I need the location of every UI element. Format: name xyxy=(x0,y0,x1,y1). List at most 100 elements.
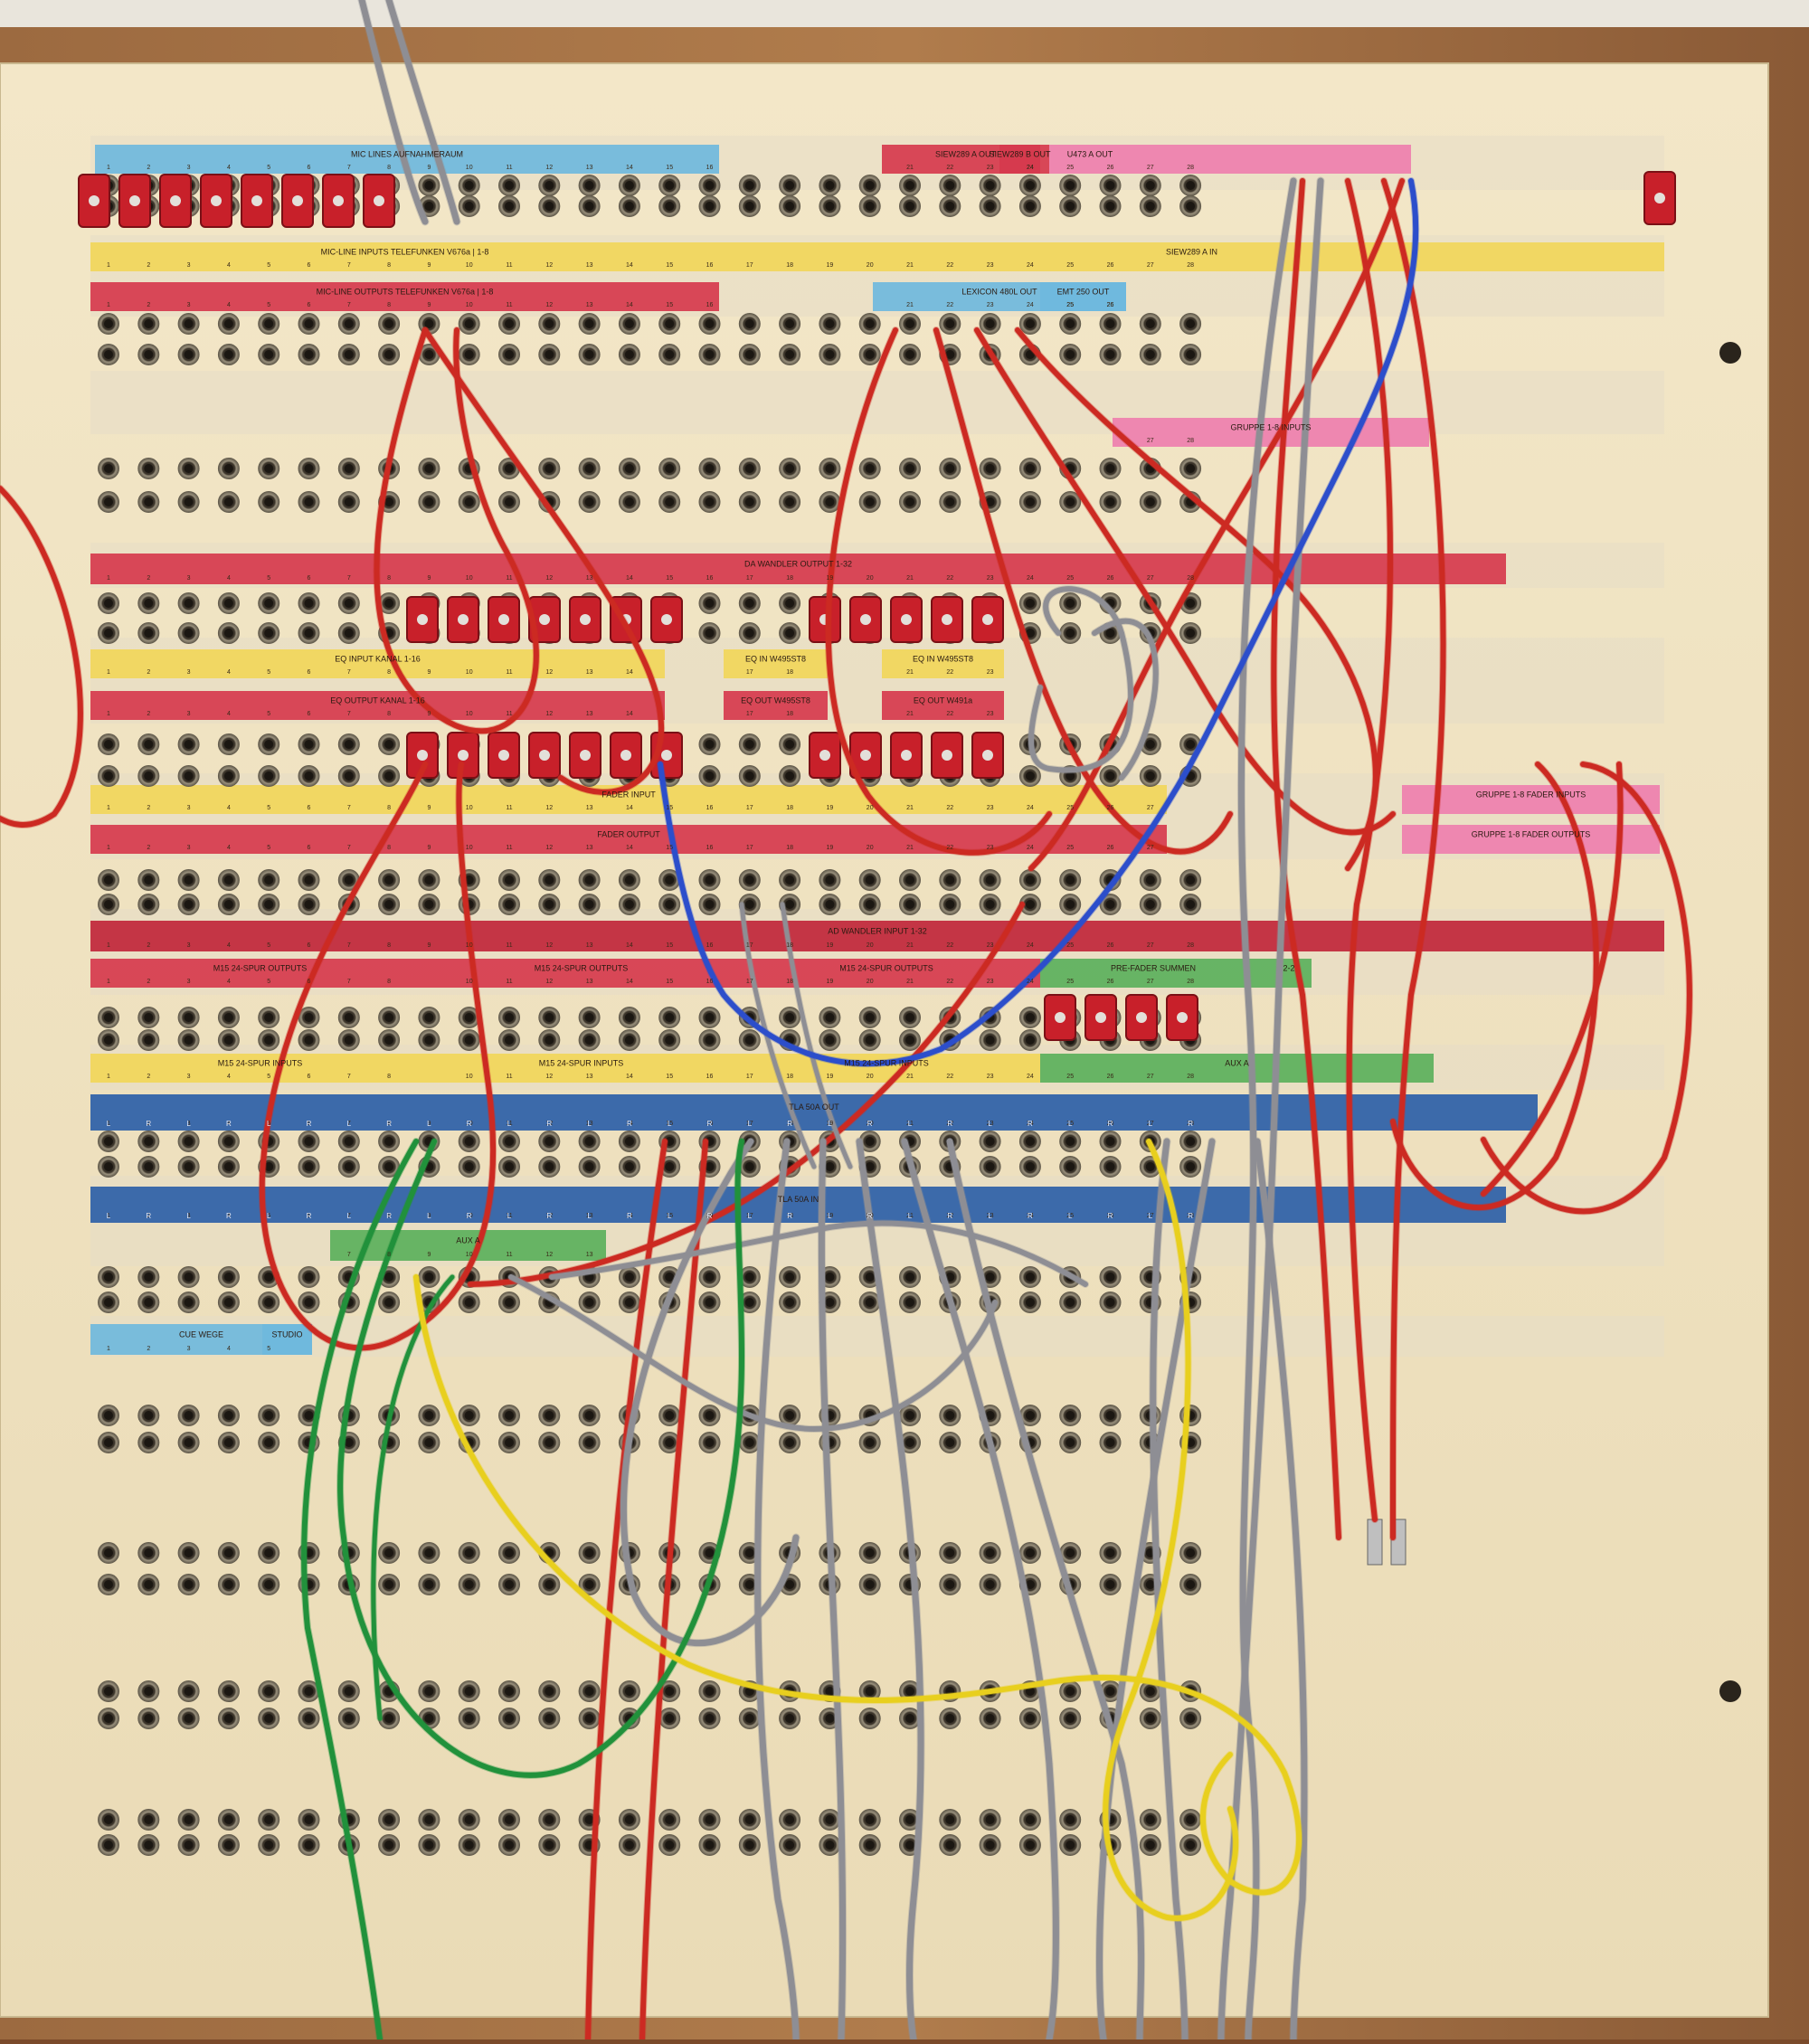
patch-cable[interactable] xyxy=(620,1138,800,1647)
column-number: 2 xyxy=(147,979,150,985)
channel-letter: L xyxy=(347,1212,352,1220)
column-number: 18 xyxy=(786,669,793,676)
column-number: 2 xyxy=(147,942,150,949)
patch-cable[interactable] xyxy=(933,327,1233,855)
column-number: 27 xyxy=(1147,845,1154,851)
patch-cable[interactable] xyxy=(901,1138,1059,2043)
patch-cable[interactable] xyxy=(739,902,817,1169)
patch-cable[interactable] xyxy=(754,1138,800,2043)
strip-label: U473 A OUT xyxy=(1067,149,1113,158)
patch-cable[interactable] xyxy=(0,486,83,828)
column-number: 9 xyxy=(427,302,431,308)
column-number: 7 xyxy=(347,845,351,851)
column-number: 12 xyxy=(545,805,553,811)
patch-cable[interactable] xyxy=(818,1138,847,2043)
column-number: 19 xyxy=(827,575,834,582)
patch-cable[interactable] xyxy=(337,1139,745,1778)
patch-cable[interactable] xyxy=(385,0,460,225)
patch-cable[interactable] xyxy=(780,902,853,1169)
column-number: 13 xyxy=(586,845,593,851)
column-number: 26 xyxy=(1107,805,1114,811)
patch-cable[interactable] xyxy=(825,327,1052,856)
channel-letter: R xyxy=(947,1120,952,1128)
patch-cable[interactable] xyxy=(1481,762,1624,1197)
column-number: 10 xyxy=(466,669,473,676)
column-number: 2 xyxy=(147,669,150,676)
patch-cable[interactable] xyxy=(1271,178,1341,1540)
patch-cable[interactable] xyxy=(301,1139,419,2042)
column-number: 11 xyxy=(506,575,512,582)
channel-letter: R xyxy=(947,1212,952,1220)
channel-letter: L xyxy=(427,1212,431,1220)
column-number: 6 xyxy=(308,1213,311,1219)
column-number: 12 xyxy=(545,1252,553,1258)
channel-letter: L xyxy=(1149,1120,1153,1128)
column-number: 14 xyxy=(626,942,633,949)
column-number: 11 xyxy=(506,1213,512,1219)
strip-label: SIEW289 A IN xyxy=(1166,247,1217,256)
column-number: 9 xyxy=(427,165,431,171)
column-number: 19 xyxy=(827,979,834,985)
strip-label: CUE WEGE xyxy=(179,1330,223,1339)
patch-cable[interactable] xyxy=(639,1139,708,2042)
patch-cable[interactable] xyxy=(658,178,1419,1067)
column-number: 23 xyxy=(987,845,994,851)
hanging-plug[interactable] xyxy=(1367,1519,1383,1566)
column-number: 6 xyxy=(308,805,311,811)
patch-cable[interactable] xyxy=(1028,178,1405,871)
column-number: 13 xyxy=(586,805,593,811)
patch-cable[interactable] xyxy=(1381,178,1446,1540)
patch-cable[interactable] xyxy=(371,1274,455,1721)
patch-cable[interactable] xyxy=(413,1274,1302,1896)
patch-cable[interactable] xyxy=(422,327,665,795)
column-number: 20 xyxy=(867,1121,874,1127)
column-number: 12 xyxy=(545,711,553,717)
patch-cable[interactable] xyxy=(1481,762,1692,1215)
column-number: 18 xyxy=(786,711,793,717)
column-number: 11 xyxy=(506,302,512,308)
patch-cable[interactable] xyxy=(1028,586,1133,773)
patch-cable[interactable] xyxy=(259,762,497,1351)
column-number: 5 xyxy=(267,1121,270,1127)
patch-cable[interactable] xyxy=(1150,1138,1189,2043)
patch-cable[interactable] xyxy=(585,1139,668,2042)
patch-cable[interactable] xyxy=(1254,1138,1308,2043)
patch-cable[interactable] xyxy=(946,1138,1145,2043)
column-number: 12 xyxy=(545,1213,553,1219)
patch-cable[interactable] xyxy=(549,1220,1088,1287)
patch-cable[interactable] xyxy=(1237,177,1297,2043)
column-number: 14 xyxy=(626,845,633,851)
patch-cable[interactable] xyxy=(374,327,539,734)
column-number: 22 xyxy=(946,1213,953,1219)
channel-letter: L xyxy=(267,1212,271,1220)
column-number: 5 xyxy=(267,711,270,717)
strip-label: PRE-FADER SUMMEN xyxy=(1111,963,1196,972)
column-number: 6 xyxy=(308,1121,311,1127)
column-number: 6 xyxy=(308,575,311,582)
column-number: 14 xyxy=(626,1074,633,1080)
patch-cable[interactable] xyxy=(1103,1139,1239,1921)
column-number: 10 xyxy=(466,575,473,582)
column-number: 14 xyxy=(626,262,633,269)
column-number: 15 xyxy=(666,1074,673,1080)
patch-cable[interactable] xyxy=(974,327,1396,836)
patch-cable[interactable] xyxy=(1390,762,1599,1211)
column-number: 13 xyxy=(586,1074,593,1080)
patch-cable[interactable] xyxy=(1096,1138,1216,2043)
column-number: 26 xyxy=(1107,845,1114,851)
column-number: 4 xyxy=(227,1346,231,1352)
column-number: 2 xyxy=(147,711,150,717)
column-number: 1 xyxy=(107,302,110,308)
column-number: 8 xyxy=(387,1074,391,1080)
column-number: 22 xyxy=(946,575,953,582)
column-number: 10 xyxy=(466,302,473,308)
strip-label: GRUPPE 1-8 FADER OUTPUTS xyxy=(1472,829,1591,838)
column-number: 9 xyxy=(427,575,431,582)
channel-letter: R xyxy=(787,1212,792,1220)
column-number: 6 xyxy=(308,165,311,171)
strip-label: EQ IN W495ST8 xyxy=(745,654,806,663)
patch-cable[interactable] xyxy=(358,0,429,225)
column-number: 10 xyxy=(466,165,473,171)
patch-cable[interactable] xyxy=(508,1274,998,1433)
patch-cable[interactable] xyxy=(1092,618,1159,781)
